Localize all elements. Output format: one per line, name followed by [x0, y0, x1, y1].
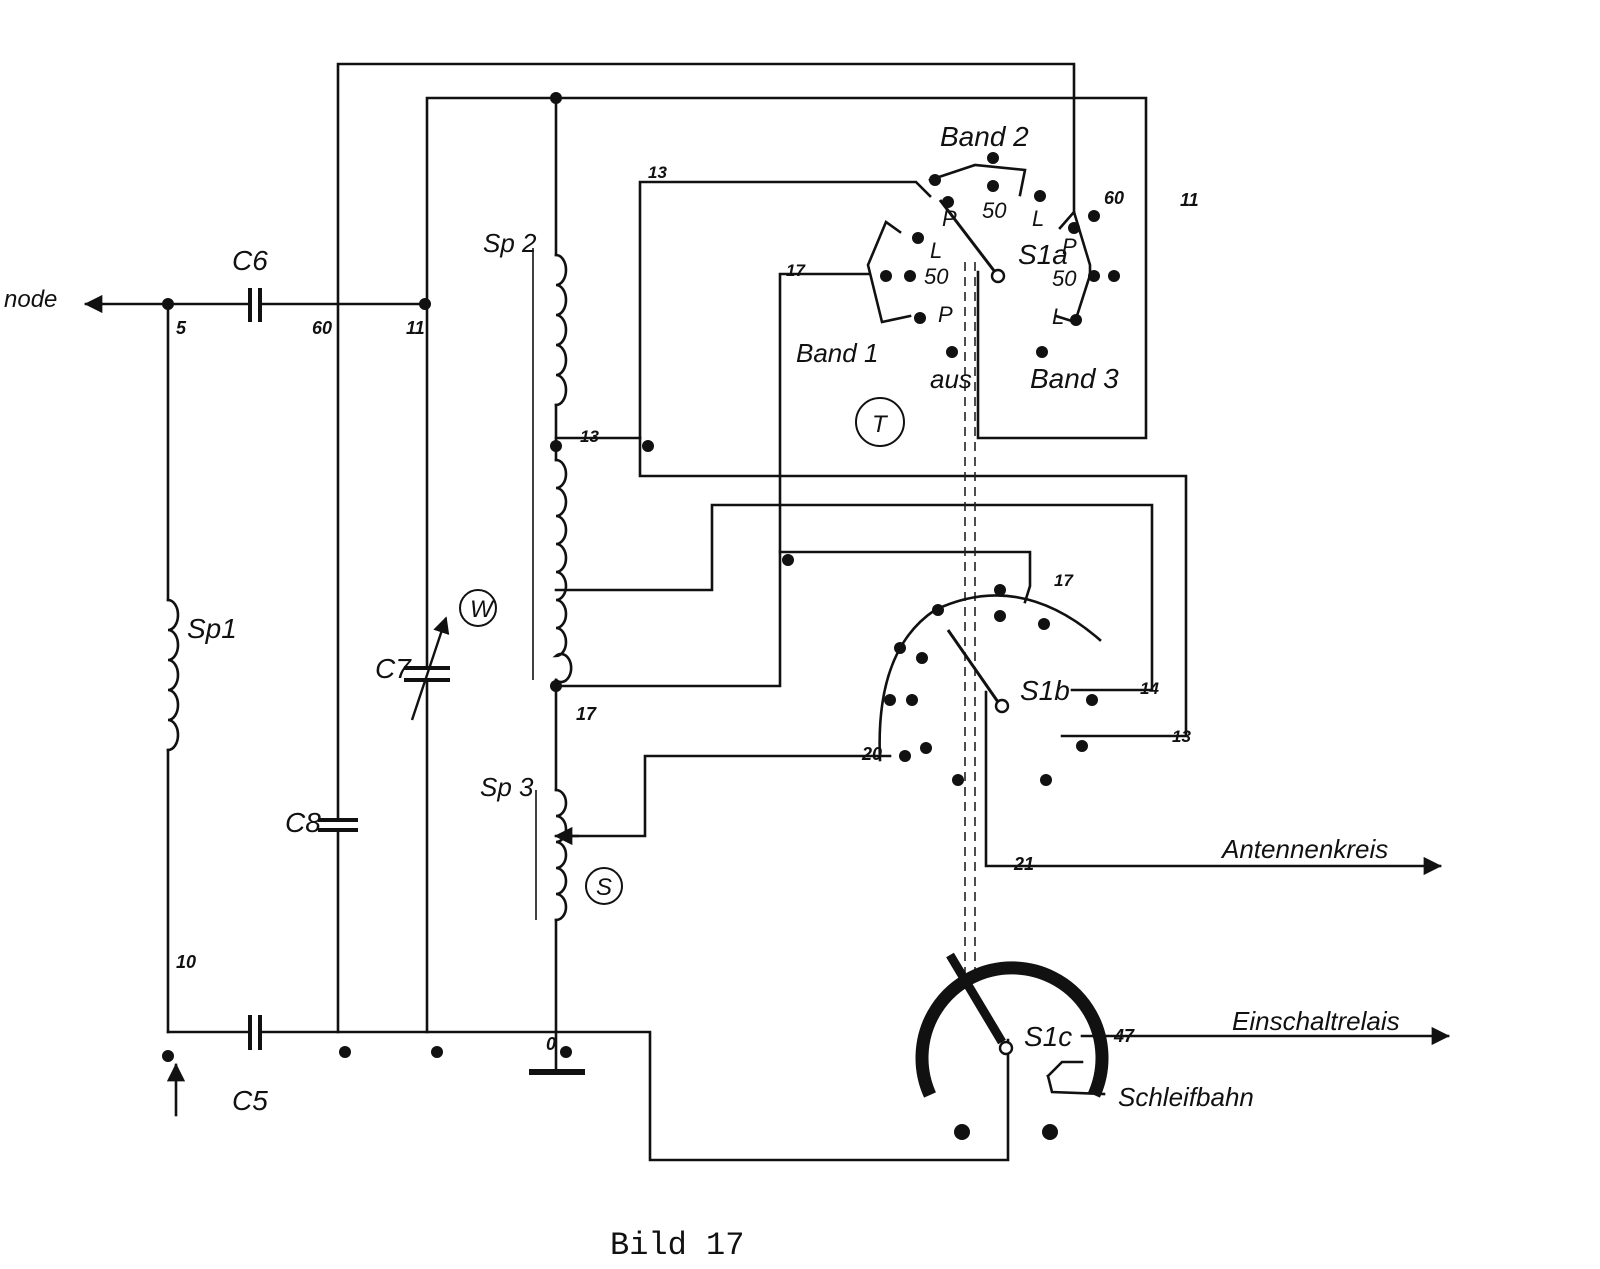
- net-60-s1a: 60: [1104, 188, 1124, 208]
- wire-net-21: [984, 690, 1442, 876]
- label-s1c: S1c: [1024, 1021, 1072, 1052]
- net-14: 14: [1140, 679, 1159, 698]
- label-antennenkreis: Antennenkreis: [1220, 834, 1388, 864]
- label-band3: Band 3: [1030, 363, 1119, 394]
- marker-s-circle: [585, 867, 623, 905]
- inductor-sp1: [166, 598, 180, 752]
- marker-w-circle: [459, 589, 497, 627]
- marker-t-circle: [855, 397, 905, 447]
- label-sp3: Sp 3: [480, 772, 534, 802]
- label-c7: C7: [375, 653, 412, 684]
- net-5: 5: [176, 318, 187, 338]
- contact-l-b3: L: [1052, 304, 1064, 329]
- label-w: W: [470, 596, 495, 623]
- net-10: 10: [176, 952, 196, 972]
- contact-50-b2: 50: [982, 198, 1007, 223]
- wire-net-20: [562, 754, 892, 838]
- net-11-right: 11: [1180, 190, 1199, 210]
- label-c6: C6: [232, 245, 268, 276]
- switch-s1c: [915, 952, 1109, 1098]
- net-60-left: 60: [312, 318, 332, 338]
- junction-dots: [162, 92, 1120, 1140]
- capacitor-c8: [318, 818, 358, 832]
- contact-50-b1: 50: [924, 264, 949, 289]
- capacitor-c5: [248, 1015, 262, 1050]
- wire-schleifbahn-leader: [1046, 1060, 1106, 1096]
- contact-p-b1: P: [938, 302, 953, 327]
- net-20: 20: [861, 744, 882, 764]
- net-17-s1a: 17: [786, 261, 806, 280]
- label-s1a: S1a: [1018, 239, 1068, 270]
- capacitor-c6: [248, 288, 262, 322]
- inductor-sp2-lower: [552, 458, 573, 684]
- capacitor-c7-variable: [404, 616, 450, 721]
- wire-net-60: [336, 62, 1076, 1034]
- label-c5: C5: [232, 1085, 268, 1116]
- wire-net-11: [425, 96, 1148, 1034]
- net-11-left: 11: [406, 318, 425, 338]
- contact-50-b3: 50: [1052, 266, 1077, 291]
- net-47: 47: [1113, 1026, 1135, 1046]
- label-schleifbahn: Schleifbahn: [1118, 1082, 1254, 1112]
- label-band2: Band 2: [940, 121, 1029, 152]
- label-band1: Band 1: [796, 338, 878, 368]
- wiring: [84, 62, 1450, 1162]
- label-output: node: [4, 286, 57, 313]
- inductor-sp3: [554, 788, 568, 922]
- label-s1b: S1b: [1020, 675, 1070, 706]
- label-einschaltrelais: Einschaltrelais: [1232, 1006, 1400, 1036]
- net-0: 0: [546, 1034, 556, 1054]
- net-17-coil: 17: [576, 704, 597, 724]
- wire-13-to-s1b: [638, 436, 1188, 738]
- label-aus: aus: [930, 364, 972, 394]
- contact-l-b1: L: [930, 238, 942, 263]
- label-s: S: [596, 874, 612, 901]
- contact-p-b2: P: [942, 206, 957, 231]
- net-17-s1b: 17: [1054, 571, 1074, 590]
- net-21: 21: [1013, 854, 1034, 874]
- figure-caption: Bild 17: [610, 1227, 744, 1264]
- wire-s1c-return: [554, 1030, 1010, 1162]
- wire-net-14: [554, 503, 1154, 692]
- net-13-top: 13: [648, 163, 667, 182]
- net-13-mid: 13: [580, 427, 599, 446]
- wire-17-to-s1b: [778, 550, 1032, 604]
- label-c8: C8: [285, 807, 321, 838]
- label-t: T: [872, 411, 889, 438]
- wire-net-17: [554, 272, 870, 688]
- wire-13-to-s1a: [638, 180, 932, 440]
- contact-l-b2: L: [1032, 206, 1044, 231]
- label-sp1: Sp1: [187, 613, 237, 644]
- inductor-sp2-upper: [554, 253, 568, 407]
- label-sp2: Sp 2: [483, 228, 537, 258]
- contact-p-b3: P: [1062, 234, 1077, 259]
- net-13-s1b: 13: [1172, 727, 1191, 746]
